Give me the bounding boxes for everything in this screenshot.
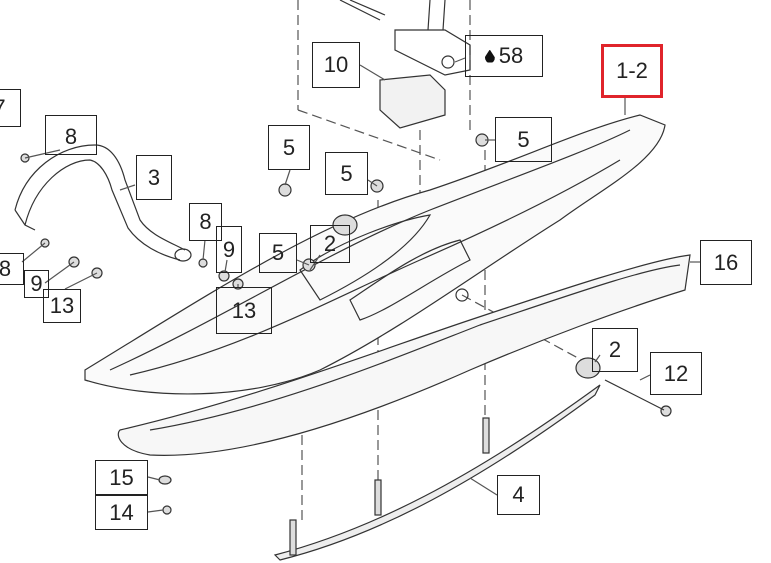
leader-lines xyxy=(21,57,700,513)
callout-10: 10 xyxy=(312,42,360,88)
lubricant-drop-icon xyxy=(484,49,495,63)
callout-13: 13 xyxy=(43,289,81,323)
callout-label: 9 xyxy=(222,236,236,262)
fasteners xyxy=(20,133,672,556)
callout-58: 58 xyxy=(465,35,543,77)
callout-label: 2 xyxy=(608,337,622,362)
callout-label: 8 xyxy=(64,124,78,149)
ski-body xyxy=(84,114,691,561)
callout-label: 10 xyxy=(323,52,349,77)
callout-5: 5 xyxy=(495,117,552,162)
spindle-bracket xyxy=(339,0,471,129)
callout-1-2-highlighted[interactable]: 1-2 xyxy=(601,44,663,98)
callout-13: 13 xyxy=(216,287,272,334)
callout-12: 12 xyxy=(650,352,702,395)
callout-label: 14 xyxy=(109,499,134,525)
callout-label: 9 xyxy=(30,271,43,296)
callout-label: 12 xyxy=(663,360,689,386)
callout-label: 5 xyxy=(271,240,285,265)
callout-8: 8 xyxy=(189,203,222,241)
callout-label: 2 xyxy=(323,231,337,256)
callout-15: 15 xyxy=(95,460,148,495)
callout-label: 8 xyxy=(199,209,212,234)
callout-8: 8 xyxy=(45,115,97,155)
callout-9: 9 xyxy=(216,226,242,273)
callout-label: 15 xyxy=(109,464,134,490)
callout-label: 5 xyxy=(517,126,530,152)
callout-label: 5 xyxy=(282,134,296,160)
callout-label: 13 xyxy=(49,293,75,318)
callout-label: 16 xyxy=(713,249,739,275)
callout-5: 5 xyxy=(268,125,310,170)
callout-label: 58 xyxy=(498,43,524,68)
callout-label: 3 xyxy=(147,164,161,190)
callout-2: 2 xyxy=(592,328,638,372)
callout-2: 2 xyxy=(310,225,350,263)
callout-5: 5 xyxy=(325,152,368,195)
callout-3: 3 xyxy=(136,155,172,200)
callout-label: 7 xyxy=(0,95,6,121)
callout-5: 5 xyxy=(259,233,297,273)
callout-label: 13 xyxy=(231,297,257,323)
callout-14: 14 xyxy=(95,495,148,530)
callout-4: 4 xyxy=(497,475,540,515)
callout-9: 9 xyxy=(24,270,49,298)
handle-loop xyxy=(14,144,192,262)
callout-label: 1-2 xyxy=(616,58,648,83)
callout-7: 7 xyxy=(0,89,21,127)
callout-8: 8 xyxy=(0,253,24,285)
callout-16: 16 xyxy=(700,240,752,285)
callout-label: 8 xyxy=(0,256,12,281)
callout-label: 5 xyxy=(340,160,353,186)
callout-label: 4 xyxy=(512,482,525,507)
